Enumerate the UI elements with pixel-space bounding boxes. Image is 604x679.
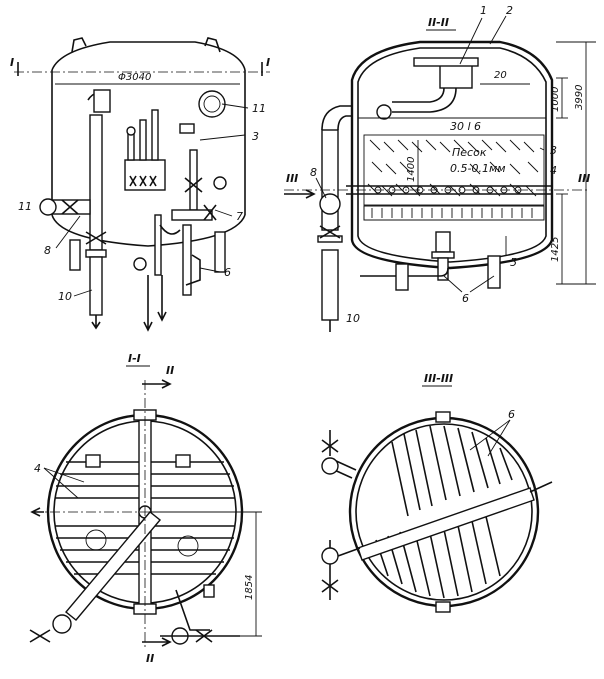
sand-label: Песок <box>452 146 487 159</box>
callout-5: 5 <box>510 256 517 269</box>
callout-8: 8 <box>310 166 317 179</box>
dim-3990: 3990 <box>574 85 585 110</box>
section-marker-III-right: III <box>578 172 590 185</box>
callout-10: 10 <box>58 290 72 303</box>
dim-1000: 1000 <box>550 87 561 112</box>
callout-6: 6 <box>224 266 231 279</box>
callout-4-I: 4 <box>34 462 41 475</box>
section-III-view: III-III <box>321 372 553 613</box>
callout-3: 3 <box>550 144 557 157</box>
dim-1854: 1854 <box>244 575 255 600</box>
section-marker-II-bottom: II <box>146 652 154 665</box>
section-II-view: II-II 30 l 6 Песок 0.5-0.1мм <box>284 4 596 332</box>
dim-1425: 1425 <box>550 237 561 262</box>
callout-7: 7 <box>236 210 243 223</box>
front-view: I I Φ3040 <box>10 37 270 332</box>
callout-4: 4 <box>550 164 557 177</box>
callout-6-III: 6 <box>508 408 515 421</box>
callout-2: 2 <box>506 4 513 17</box>
section-marker-I-right: I <box>266 56 270 69</box>
section-III-title: III-III <box>424 372 453 385</box>
section-marker-II-top: II <box>166 364 174 377</box>
callout-6: 6 <box>462 292 469 305</box>
callout-11-left: 11 <box>18 200 32 213</box>
section-marker-I-left: I <box>10 56 14 69</box>
section-I-title: I-I <box>128 352 141 365</box>
dim-1400: 1400 <box>406 157 417 182</box>
callout-10: 10 <box>346 312 360 325</box>
section-I-view: I-I II <box>29 352 262 665</box>
callout-11-right: 11 <box>252 102 266 115</box>
section-II-title: II-II <box>428 16 449 29</box>
callout-3: 3 <box>252 130 259 143</box>
grain-label: 0.5-0.1мм <box>450 162 506 175</box>
callout-8: 8 <box>44 244 51 257</box>
callout-1: 1 <box>480 4 487 17</box>
dim-20: 20 <box>494 70 507 81</box>
diameter-label: Φ3040 <box>118 72 151 83</box>
material-label: 30 l 6 <box>450 120 481 133</box>
section-marker-III-left: III <box>286 172 298 185</box>
